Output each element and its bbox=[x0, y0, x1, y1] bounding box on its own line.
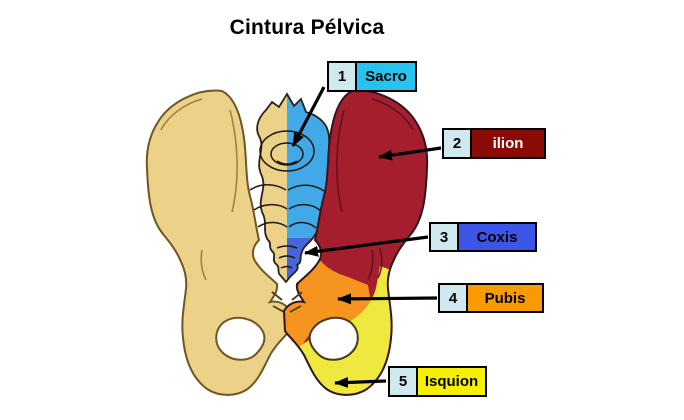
label-coxis-number: 3 bbox=[431, 224, 459, 250]
label-coxis: 3 Coxis bbox=[429, 222, 537, 252]
ilium-detail-lines bbox=[336, 98, 414, 281]
callout-arrows bbox=[291, 86, 442, 388]
arrow-pubis bbox=[337, 293, 438, 305]
label-isquion-text: Isquion bbox=[418, 368, 485, 395]
label-sacro-text: Sacro bbox=[357, 63, 415, 90]
left-hip-bone bbox=[145, 89, 291, 396]
sacrum-detail-lines bbox=[249, 130, 325, 269]
label-isquion-number: 5 bbox=[390, 368, 418, 395]
label-ilion-number: 2 bbox=[444, 130, 472, 157]
label-pubis: 4 Pubis bbox=[438, 283, 544, 313]
pubis-hash-marks bbox=[289, 291, 303, 313]
page-title: Cintura Pélvica bbox=[229, 16, 385, 39]
pubis-region bbox=[284, 260, 372, 358]
right-hip-bone bbox=[283, 89, 429, 396]
arrow-sacro bbox=[291, 86, 326, 147]
label-pubis-text: Pubis bbox=[468, 285, 542, 311]
arrow-isquion bbox=[334, 376, 387, 388]
label-sacro: 1 Sacro bbox=[327, 61, 417, 92]
obturator-foramen bbox=[308, 316, 359, 361]
label-isquion: 5 Isquion bbox=[388, 366, 487, 397]
label-ilion-text: ilion bbox=[472, 130, 544, 157]
label-sacro-number: 1 bbox=[329, 63, 357, 90]
arrow-ilion bbox=[378, 146, 442, 161]
label-coxis-text: Coxis bbox=[459, 224, 535, 250]
arrow-coxis bbox=[304, 235, 429, 257]
label-ilion: 2 ilion bbox=[442, 128, 546, 159]
label-pubis-number: 4 bbox=[440, 285, 468, 311]
